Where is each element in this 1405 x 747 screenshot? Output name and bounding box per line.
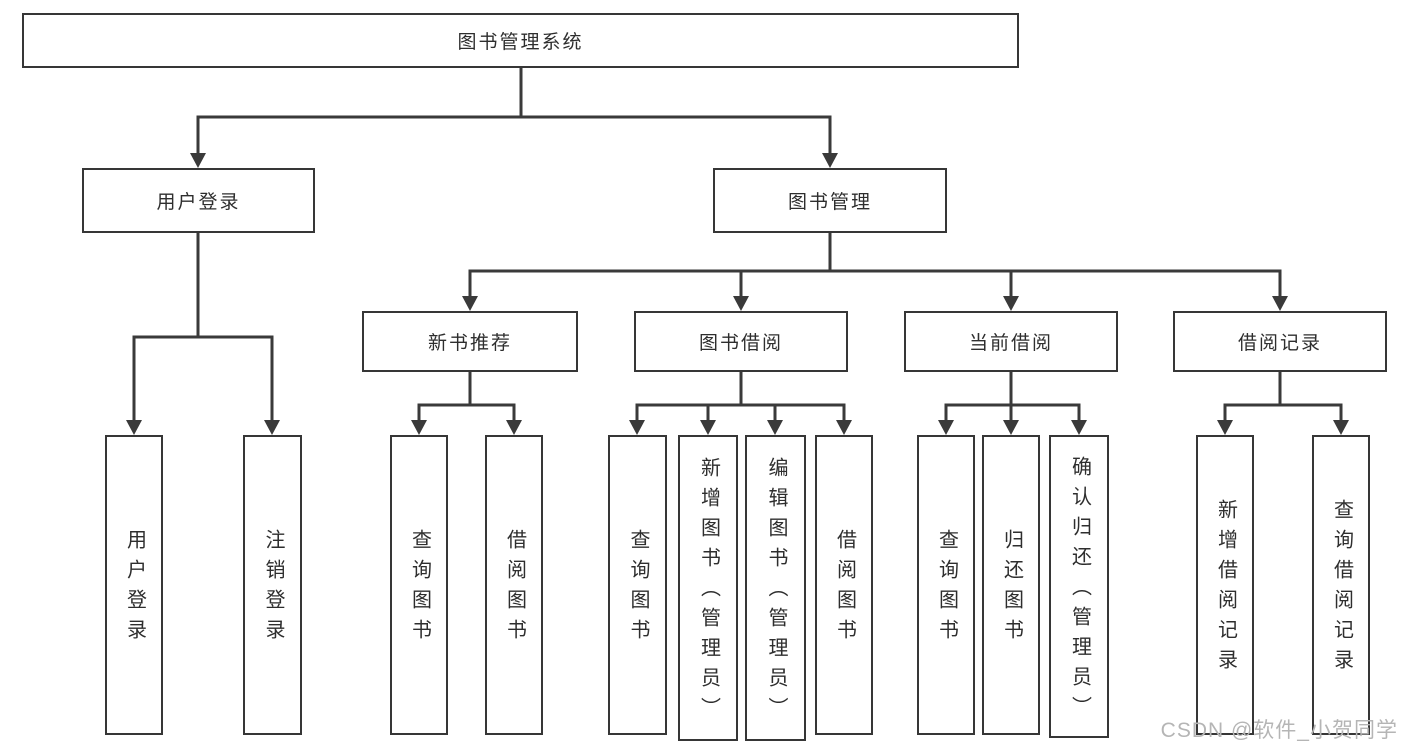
node-borrowing-records: 借阅记录 [1173, 311, 1387, 372]
watermark: CSDN @软件_小贺同学 [1160, 719, 1398, 742]
leaf-records-query-borrow-record: 查询借阅记录 [1312, 435, 1370, 735]
leaf-user-login: 用户登录 [105, 435, 163, 735]
leaf-current-confirm-return-admin: 确认归还（管理员） [1049, 435, 1109, 738]
connector-stems [132, 68, 1343, 422]
leaf-current-query-books: 查询图书 [917, 435, 975, 735]
node-book-management: 图书管理 [713, 168, 947, 233]
leaf-recommend-borrow-books: 借阅图书 [485, 435, 543, 735]
node-user-login: 用户登录 [82, 168, 315, 233]
leaf-borrowing-add-books-admin: 新增图书（管理员） [678, 435, 738, 741]
node-current-borrowing: 当前借阅 [904, 311, 1118, 372]
node-new-book-recommend: 新书推荐 [362, 311, 578, 372]
leaf-borrowing-borrow-books: 借阅图书 [815, 435, 873, 735]
leaf-recommend-query-books: 查询图书 [390, 435, 448, 735]
leaf-borrowing-query-books: 查询图书 [608, 435, 667, 735]
node-book-borrowing: 图书借阅 [634, 311, 848, 372]
leaf-current-return-books: 归还图书 [982, 435, 1040, 735]
node-library-management-system: 图书管理系统 [22, 13, 1019, 68]
leaf-logout: 注销登录 [243, 435, 302, 735]
leaf-records-add-borrow-record: 新增借阅记录 [1196, 435, 1254, 735]
leaf-borrowing-edit-books-admin: 编辑图书（管理员） [745, 435, 806, 741]
